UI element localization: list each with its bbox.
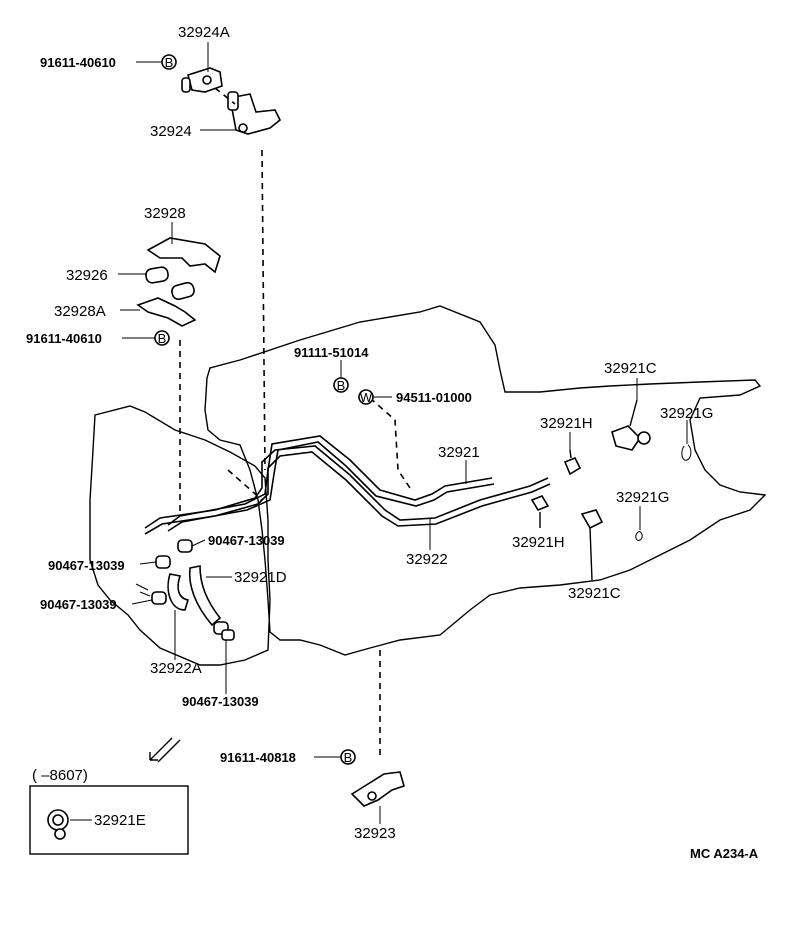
brake-line-32921 [167, 435, 493, 526]
label-90467-13039-a: 90467-13039 [208, 533, 285, 548]
label-91611-40610-mid: 91611-40610 [26, 331, 102, 346]
label-32921H-mid: 32921H [512, 534, 565, 551]
clip-90467-d [213, 621, 235, 641]
dash-line-hose [227, 469, 263, 501]
label-32924A: 32924A [178, 24, 230, 41]
label-91611-40818: 91611-40818 [220, 750, 296, 765]
bolt-symbol-91111: B [333, 377, 349, 393]
label-91111-51014: 91111-51014 [294, 345, 369, 360]
brake-line-32922 [144, 445, 549, 529]
label-32928: 32928 [144, 205, 186, 222]
leader-lines [70, 42, 688, 824]
plug-32921H-top [563, 449, 582, 476]
ring-32921G-mid [635, 531, 643, 541]
label-32923: 32923 [354, 825, 396, 842]
clip-90467-b [177, 539, 193, 553]
hose-32922A [167, 573, 190, 611]
label-32924: 32924 [150, 123, 192, 140]
label-32921G-top: 32921G [660, 405, 713, 422]
label-32921E: 32921E [94, 812, 146, 829]
label-32922: 32922 [406, 551, 448, 568]
label-32921D: 32921D [234, 569, 287, 586]
label-90467-13039-b: 90467-13039 [48, 558, 125, 573]
brake-line-32922-b [144, 451, 551, 535]
label-90467-13039-d: 90467-13039 [182, 694, 259, 709]
diagram-code: MC A234-A [690, 846, 759, 861]
label-32921: 32921 [438, 444, 480, 461]
union-32921C-top [611, 399, 651, 451]
dash-line-32924 [261, 149, 266, 471]
svg-text:B: B [337, 378, 346, 393]
hose-32921D [188, 565, 222, 627]
svg-text:B: B [158, 331, 167, 346]
label-32921H-top: 32921H [540, 415, 593, 432]
label-32922A: 32922A [150, 660, 202, 677]
engine-outline-left [89, 405, 271, 666]
bracket-32923 [350, 771, 405, 807]
label-94511-01000: 94511-01000 [396, 390, 472, 405]
label-32921G-mid: 32921G [616, 489, 669, 506]
engine-outline [204, 305, 767, 656]
clip-90467-a [155, 555, 171, 569]
svg-text:W: W [360, 390, 373, 405]
inset-box [29, 785, 189, 855]
clip-90467-c [135, 583, 167, 605]
svg-text:B: B [165, 55, 174, 70]
washer-symbol: W [358, 389, 374, 405]
bracket-32924 [227, 91, 282, 135]
plug-32921H-mid [530, 495, 550, 528]
label-32921C-top: 32921C [604, 360, 657, 377]
bolt-symbol-mid: B [154, 330, 170, 346]
union-32921C-low [580, 509, 604, 581]
label-32928A: 32928A [54, 303, 106, 320]
label-91611-40610-top: 91611-40610 [40, 55, 116, 70]
brake-line-32921-b [167, 441, 495, 532]
label-range-note: ( –8607) [32, 767, 88, 784]
label-90467-13039-c: 90467-13039 [40, 597, 117, 612]
bolt-symbol-top: B [161, 54, 177, 70]
bolt-symbol-low: B [340, 749, 356, 765]
arrow-icon [149, 737, 181, 763]
cushion-32926 [145, 266, 195, 301]
clamp-32928A [136, 297, 197, 327]
svg-text:B: B [344, 750, 353, 765]
clamp-32921E-icon [47, 809, 69, 840]
ring-32921G-top [681, 444, 692, 461]
bracket-32924A [181, 67, 223, 93]
label-32921C-low: 32921C [568, 585, 621, 602]
clamp-32928 [146, 237, 221, 274]
dash-line-washer [369, 397, 411, 489]
label-32926: 32926 [66, 267, 108, 284]
